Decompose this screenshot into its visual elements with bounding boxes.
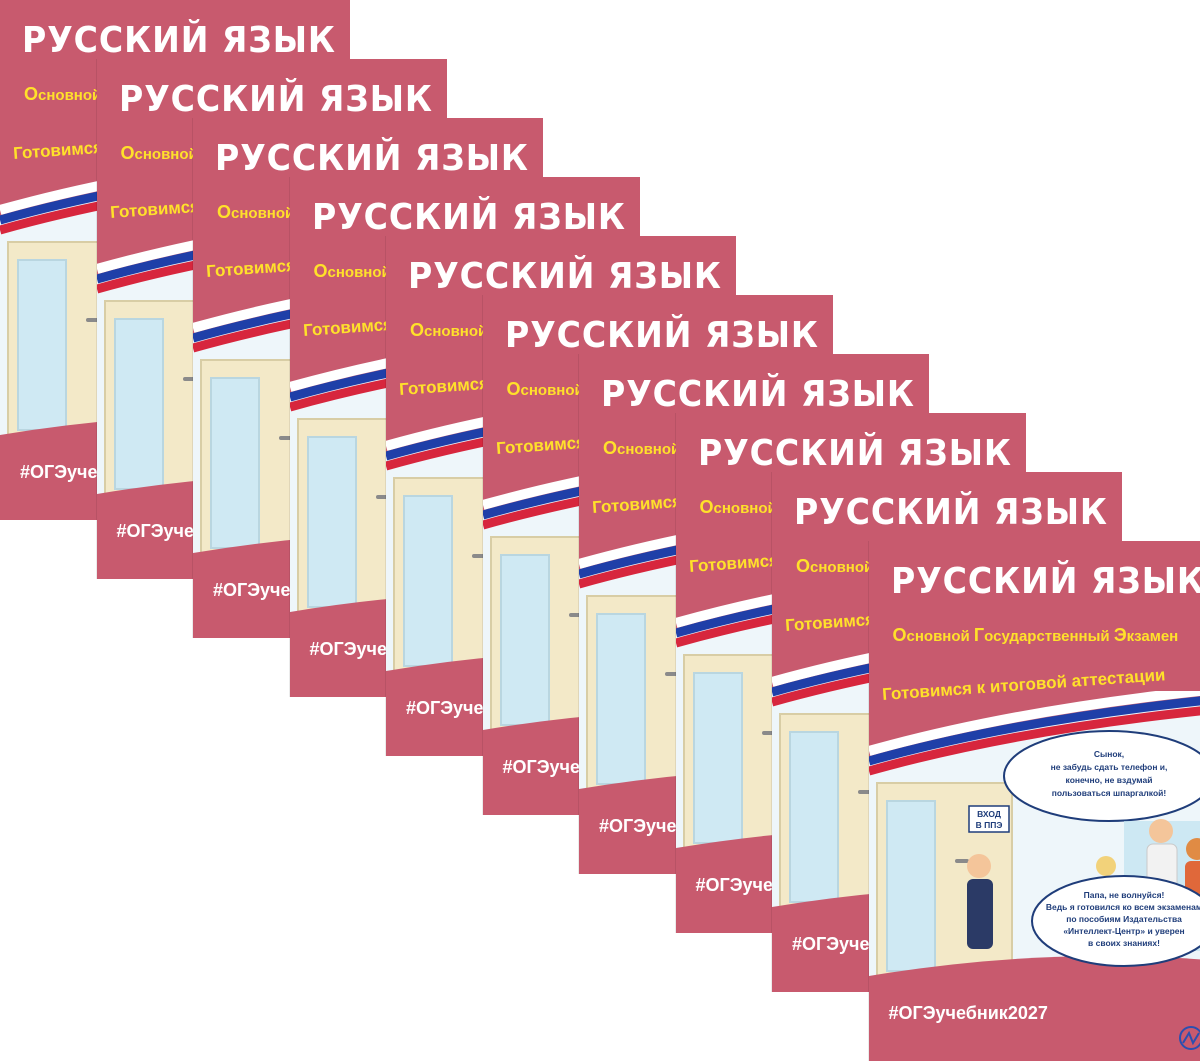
subtitle-cap-1: О bbox=[120, 143, 135, 163]
book-title: РУССКИЙ ЯЗЫК bbox=[215, 138, 529, 179]
subtitle-cap-1: О bbox=[892, 625, 907, 645]
subtitle-cap-1: О bbox=[217, 202, 232, 222]
mother-bubble-line-4: пользоваться шпаргалкой! bbox=[1051, 788, 1166, 798]
subtitle-rest-1: сновной bbox=[810, 559, 878, 576]
son-bubble-line-1: Папа, не волнуйся! bbox=[1083, 890, 1164, 900]
subtitle-cap-1: О bbox=[506, 379, 521, 399]
book-title: РУССКИЙ ЯЗЫК bbox=[890, 561, 1200, 602]
mother-bubble-line-3: конечно, не вздумай bbox=[1065, 775, 1152, 785]
subtitle-cap-1: О bbox=[24, 84, 39, 104]
son-bubble-line-3: по пособиям Издательства bbox=[1066, 914, 1182, 924]
subtitle-rest-1: сновной bbox=[520, 382, 588, 399]
son-bubble-line-5: в своих знаниях! bbox=[1088, 938, 1160, 948]
mother-bubble-line-1: Сынок, bbox=[1093, 749, 1123, 759]
door-sign-line-2: В ППЭ bbox=[975, 820, 1002, 830]
subtitle-rest-1: сновной bbox=[231, 205, 299, 222]
subtitle-rest-1: сновной bbox=[38, 87, 106, 104]
book-title: РУССКИЙ ЯЗЫК bbox=[22, 20, 336, 61]
subtitle-rest-1: сновной bbox=[424, 323, 492, 340]
subtitle-rest-1: сновной bbox=[906, 628, 974, 645]
subtitle-cap-1: О bbox=[603, 438, 618, 458]
cover-illustration: ВХОД В ППЭ Сынок, не забудь сдать телефо… bbox=[868, 691, 1200, 991]
subtitle-rest-2: осударственный bbox=[984, 628, 1114, 645]
subtitle-rest-1: сновной bbox=[327, 264, 395, 281]
son-bubble-line-2: Ведь я готовился ко всем экзаменам bbox=[1045, 902, 1200, 912]
book-cover-10: РУССКИЙ ЯЗЫК Основной Государственный Эк… bbox=[868, 541, 1200, 1061]
book-title: РУССКИЙ ЯЗЫК bbox=[794, 492, 1108, 533]
hashtag: #ОГЭучебник2027 bbox=[888, 1003, 1048, 1023]
book-title: РУССКИЙ ЯЗЫК bbox=[408, 256, 722, 297]
book-title: РУССКИЙ ЯЗЫК bbox=[697, 433, 1012, 474]
son-bubble-line-4: «Интеллект-Центр» и уверен bbox=[1063, 926, 1184, 936]
subtitle-rest-1: сновной bbox=[134, 146, 202, 163]
book-title: РУССКИЙ ЯЗЫК bbox=[601, 374, 915, 415]
book-title: РУССКИЙ ЯЗЫК bbox=[118, 79, 433, 120]
subtitle-cap-1: О bbox=[796, 556, 811, 576]
subtitle-cap-2: Г bbox=[973, 625, 985, 645]
subtitle-cap-3: Э bbox=[1113, 625, 1127, 645]
book-title: РУССКИЙ ЯЗЫК bbox=[504, 315, 819, 356]
book-title: РУССКИЙ ЯЗЫК bbox=[311, 197, 626, 238]
subtitle-cap-1: О bbox=[410, 320, 425, 340]
subtitle-rest-1: сновной bbox=[617, 441, 685, 458]
subtitle-cap-1: О bbox=[699, 497, 714, 517]
door-sign-line-1: ВХОД bbox=[977, 809, 1001, 819]
mother-bubble-line-2: не забудь сдать телефон и, bbox=[1050, 762, 1167, 772]
publisher-logo-icon bbox=[1178, 1026, 1200, 1050]
subtitle-cap-1: О bbox=[313, 261, 328, 281]
subtitle-rest-1: сновной bbox=[713, 500, 781, 517]
book-subtitle: Основной Государственный Экзамен bbox=[893, 625, 1179, 646]
subtitle-rest-3: кзамен bbox=[1126, 628, 1179, 645]
